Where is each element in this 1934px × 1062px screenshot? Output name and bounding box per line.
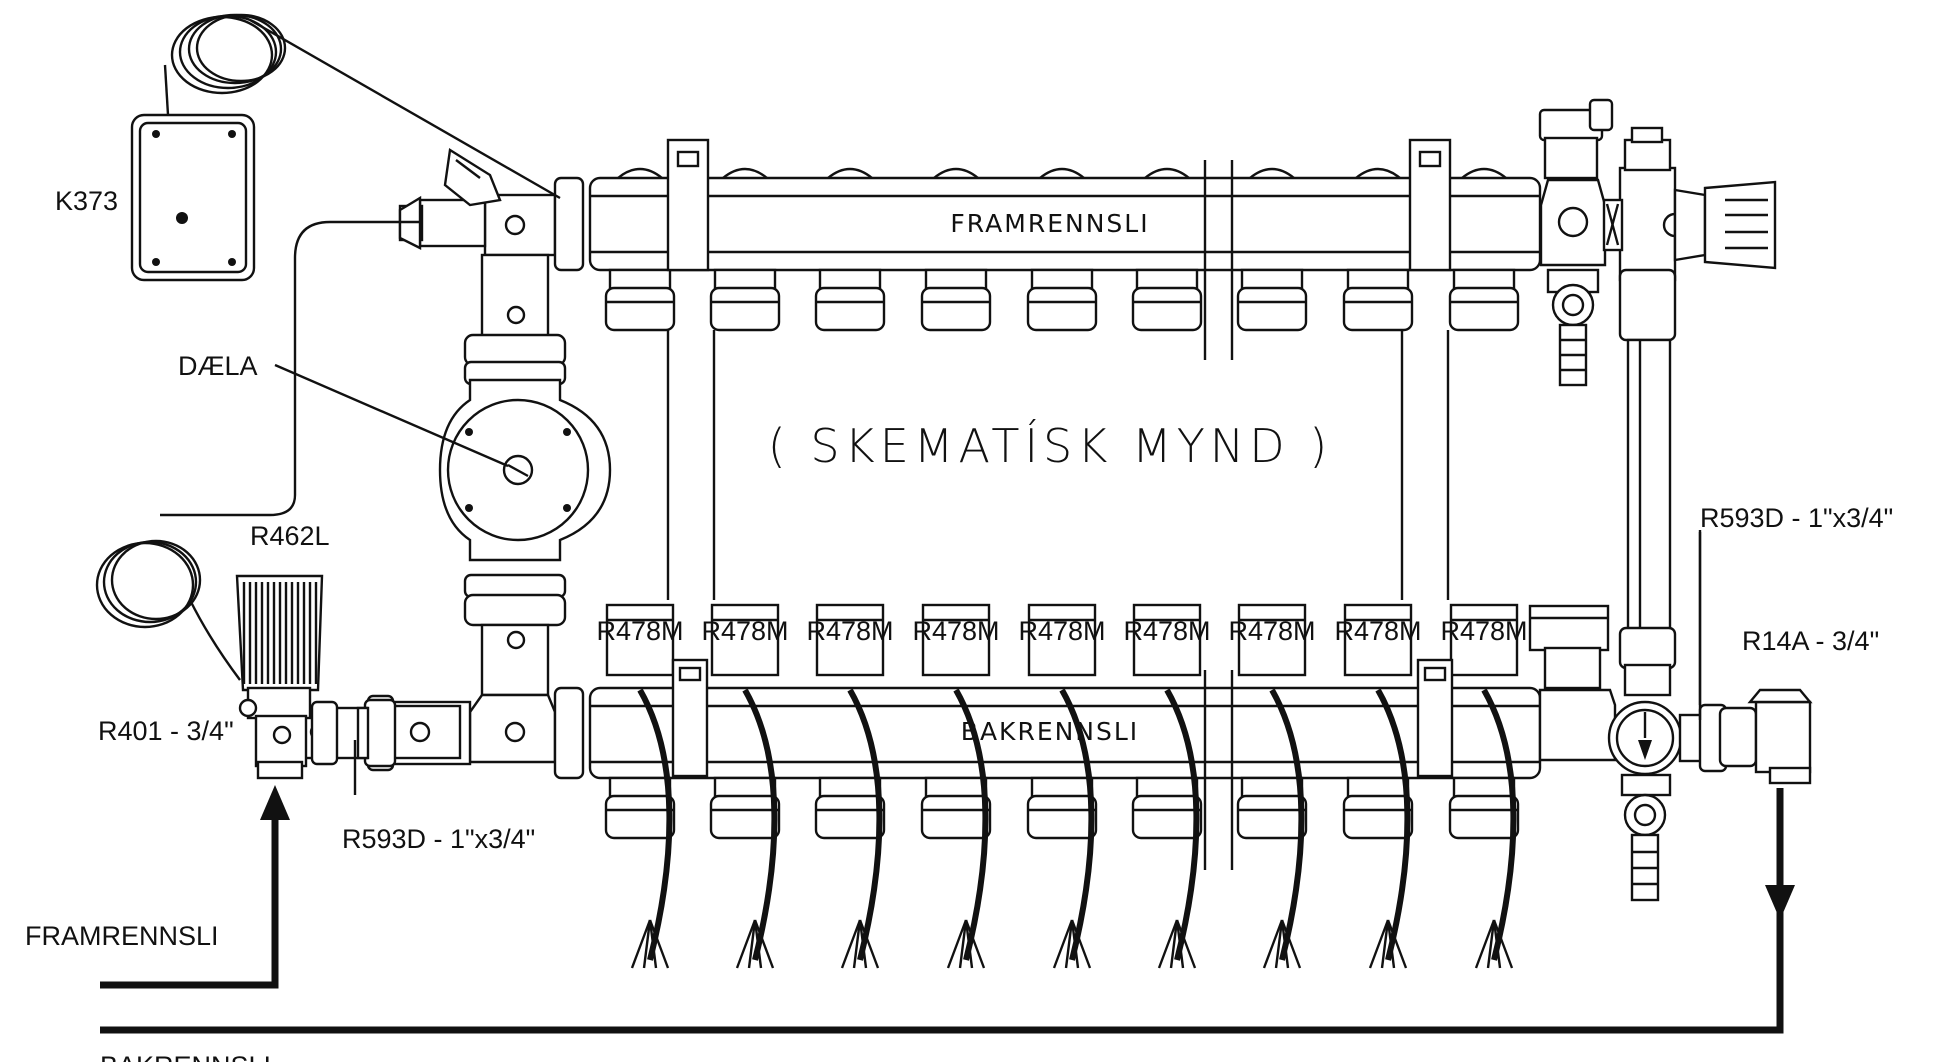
- actuator-body: [1027, 603, 1097, 677]
- label-r14a: R14A - 3/4": [1742, 626, 1879, 656]
- actuator-wires: [630, 688, 1517, 969]
- return-bar-label: BAKRENNSLI: [961, 717, 1139, 746]
- return-outlet-fitting: [1448, 794, 1520, 840]
- return-manifold: [588, 670, 1542, 870]
- actuator-label: R478M: [1440, 616, 1527, 646]
- actuator-body: [1343, 603, 1413, 677]
- return-outlet-fitting: [1131, 794, 1203, 840]
- actuator-label: R478M: [701, 616, 788, 646]
- supply-outlet-fitting: [1342, 286, 1414, 332]
- return-outlet-fitting: [709, 794, 781, 840]
- actuator-label: R478M: [1334, 616, 1421, 646]
- actuator-label: R478M: [1018, 616, 1105, 646]
- supply-outlet-fitting: [1131, 286, 1203, 332]
- supply-outlet-fitting: [709, 286, 781, 332]
- mixing-group: [280, 148, 612, 780]
- diagram-title: ( SKEMATÍSK MYND ): [768, 419, 1332, 473]
- supply-bump: [933, 167, 979, 179]
- label-supply-inlet: FRAMRENNSLI: [25, 921, 219, 951]
- bar-ties: [666, 330, 1450, 600]
- label-pump: DÆLA: [178, 351, 258, 381]
- actuator-wire: [1481, 688, 1517, 961]
- supply-bump: [827, 167, 873, 179]
- actuator-body: [815, 603, 885, 677]
- return-outlet-fitting: [1236, 794, 1308, 840]
- label-r401: R401 - 3/4": [98, 716, 234, 746]
- supply-bump: [722, 167, 768, 179]
- return-outlet-fitting: [1342, 794, 1414, 840]
- thermostat-k373: [130, 13, 561, 517]
- right-end-fittings: [1528, 98, 1777, 902]
- supply-bump: [617, 167, 663, 179]
- actuator-label: R478M: [1228, 616, 1315, 646]
- supply-bump: [1249, 167, 1295, 179]
- actuator-body: [1132, 603, 1202, 677]
- actuator-wire: [953, 688, 989, 961]
- actuator-wire: [847, 688, 883, 961]
- actuator-wire: [637, 688, 673, 961]
- actuator-body: [710, 603, 780, 677]
- return-outlets: [604, 776, 1520, 840]
- supply-outlets: [604, 268, 1520, 332]
- supply-outlet-fitting: [920, 286, 992, 332]
- valve-head-r462l: [235, 574, 324, 780]
- supply-outlet-fitting: [1236, 286, 1308, 332]
- valve-r14a: [1718, 688, 1813, 785]
- actuator-label: R478M: [1123, 616, 1210, 646]
- actuator-wire: [1375, 688, 1411, 961]
- return-outlet-fitting: [1026, 794, 1098, 840]
- supply-bar-label: FRAMRENNSLI: [950, 209, 1149, 238]
- actuator-body: [605, 603, 675, 677]
- supply-bump: [1355, 167, 1401, 179]
- leader-lines: [274, 363, 1702, 795]
- supply-arrow: [100, 785, 290, 989]
- return-outlet-fitting: [604, 794, 676, 840]
- label-r593d-right: R593D - 1"x3/4": [1700, 503, 1893, 533]
- return-outlet-fitting: [920, 794, 992, 840]
- label-k373: K373: [55, 186, 118, 216]
- supply-bump: [1039, 167, 1085, 179]
- label-r462l: R462L: [250, 521, 330, 551]
- actuator-label: R478M: [912, 616, 999, 646]
- actuator-wire: [1269, 688, 1305, 961]
- actuator-wire: [1059, 688, 1095, 961]
- return-arrow: [100, 788, 1795, 1034]
- label-return-outlet: BAKRENNSLI: [100, 1051, 271, 1062]
- supply-bump: [1144, 167, 1190, 179]
- bar-clips: [666, 138, 1454, 778]
- actuator-wire: [742, 688, 778, 961]
- actuator-label: R478M: [806, 616, 893, 646]
- actuator-body: [1237, 603, 1307, 677]
- supply-outlet-fitting: [1026, 286, 1098, 332]
- actuator-label: R478M: [596, 616, 683, 646]
- actuator-body: [921, 603, 991, 677]
- supply-bump: [1461, 167, 1507, 179]
- supply-outlet-fitting: [814, 286, 886, 332]
- actuator-body: [1449, 603, 1519, 677]
- capillary-coil: [95, 539, 241, 681]
- return-outlet-fitting: [814, 794, 886, 840]
- actuator-wire: [1164, 688, 1200, 961]
- supply-outlet-fitting: [1448, 286, 1520, 332]
- actuators: R478M R478M R478M R478M R478M R478M R478M R478M…: [596, 603, 1528, 677]
- label-r593d-left: R593D - 1"x3/4": [342, 824, 535, 854]
- supply-outlet-fitting: [604, 286, 676, 332]
